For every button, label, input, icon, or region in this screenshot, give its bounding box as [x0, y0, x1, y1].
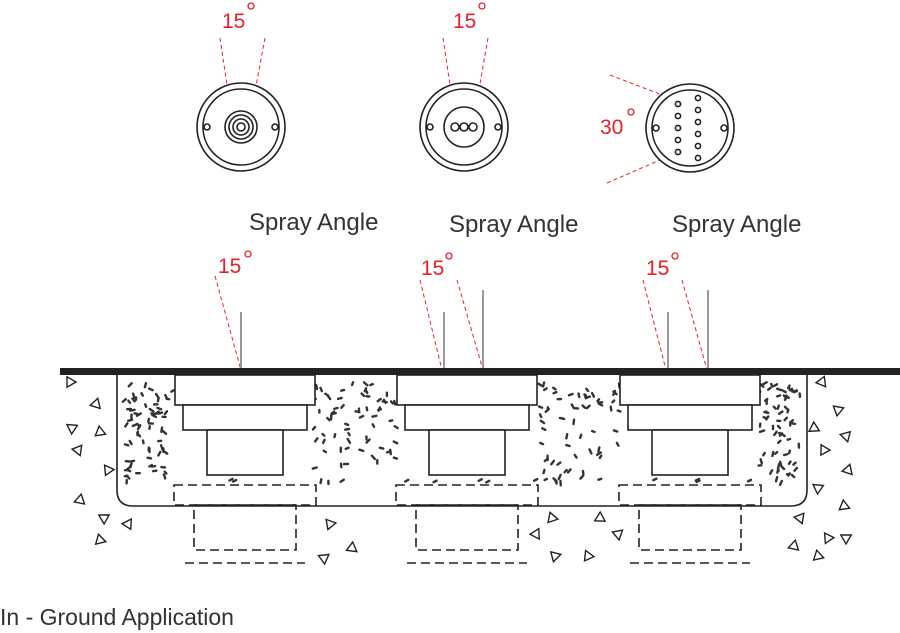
soil-stone — [66, 375, 78, 389]
section-angle-value-2: 15 — [421, 257, 444, 280]
nozzle-body — [618, 374, 762, 564]
nozzle-hole — [674, 124, 682, 132]
soil-stone — [103, 463, 116, 477]
spray-angle-value-multi: 30 — [600, 116, 623, 139]
nozzle-body — [395, 374, 539, 564]
ground-surface-slab — [60, 368, 900, 375]
spray-angle-lines — [214, 275, 708, 371]
nozzle-hole — [674, 148, 682, 156]
soil-stone — [94, 532, 108, 546]
nozzle-hole — [674, 136, 682, 144]
water-jets — [240, 290, 709, 370]
spray-angle-label-1: Spray Angle — [249, 209, 378, 236]
nozzle-hole — [694, 118, 702, 126]
soil-stone — [786, 538, 800, 552]
soil-stone — [528, 527, 540, 541]
soil-stone — [838, 498, 851, 511]
concrete-fill — [121, 381, 802, 487]
spray-angle-value-single: 15 — [222, 10, 245, 33]
nozzle-body — [173, 374, 317, 564]
nozzle-hole — [694, 106, 702, 114]
soil-stone — [610, 529, 624, 542]
basin-outline — [116, 374, 808, 507]
soil-stone — [593, 510, 607, 522]
soil-stone — [549, 550, 563, 564]
soil-stone — [94, 424, 107, 437]
nozzle-hole — [694, 94, 702, 102]
soil-aggregate — [65, 375, 853, 566]
soil-stone — [70, 444, 83, 457]
soil-stone — [814, 375, 827, 388]
section-angle-value-3: 15 — [646, 257, 669, 280]
nozzle-hole — [694, 154, 702, 162]
soil-stone — [345, 540, 358, 553]
diagram-caption: In - Ground Application — [0, 604, 234, 630]
soil-stone — [840, 462, 853, 476]
soil-stone — [547, 510, 560, 524]
spray-angle-value-triple: 15 — [453, 10, 476, 33]
soil-stone — [823, 531, 836, 545]
nozzle-hole — [674, 112, 682, 120]
spray-angle-label-3: Spray Angle — [672, 211, 801, 238]
soil-stone — [97, 514, 111, 526]
nozzle-hole — [694, 142, 702, 150]
soil-stone — [583, 549, 596, 563]
soil-stone — [65, 423, 79, 436]
top-view-multi-jet — [606, 74, 735, 184]
soil-stone — [811, 483, 825, 496]
soil-stone — [839, 534, 853, 546]
soil-stone — [812, 548, 826, 562]
soil-stone — [317, 553, 331, 566]
soil-stone — [820, 443, 832, 457]
top-view-single-jet — [196, 37, 286, 172]
soil-stone — [72, 492, 86, 505]
soil-stone — [120, 517, 133, 531]
soil-stone — [325, 518, 338, 531]
section-angle-value-1: 15 — [218, 255, 241, 278]
soil-stone — [832, 405, 845, 418]
soil-stone — [807, 420, 821, 433]
spray-angle-label-2: Spray Angle — [449, 211, 578, 238]
soil-stone — [792, 512, 805, 525]
soil-stone — [838, 430, 852, 444]
nozzle-hole — [674, 100, 682, 108]
top-view-triple-jet — [419, 37, 509, 172]
soil-stone — [88, 396, 102, 410]
nozzle-hole — [694, 130, 702, 138]
